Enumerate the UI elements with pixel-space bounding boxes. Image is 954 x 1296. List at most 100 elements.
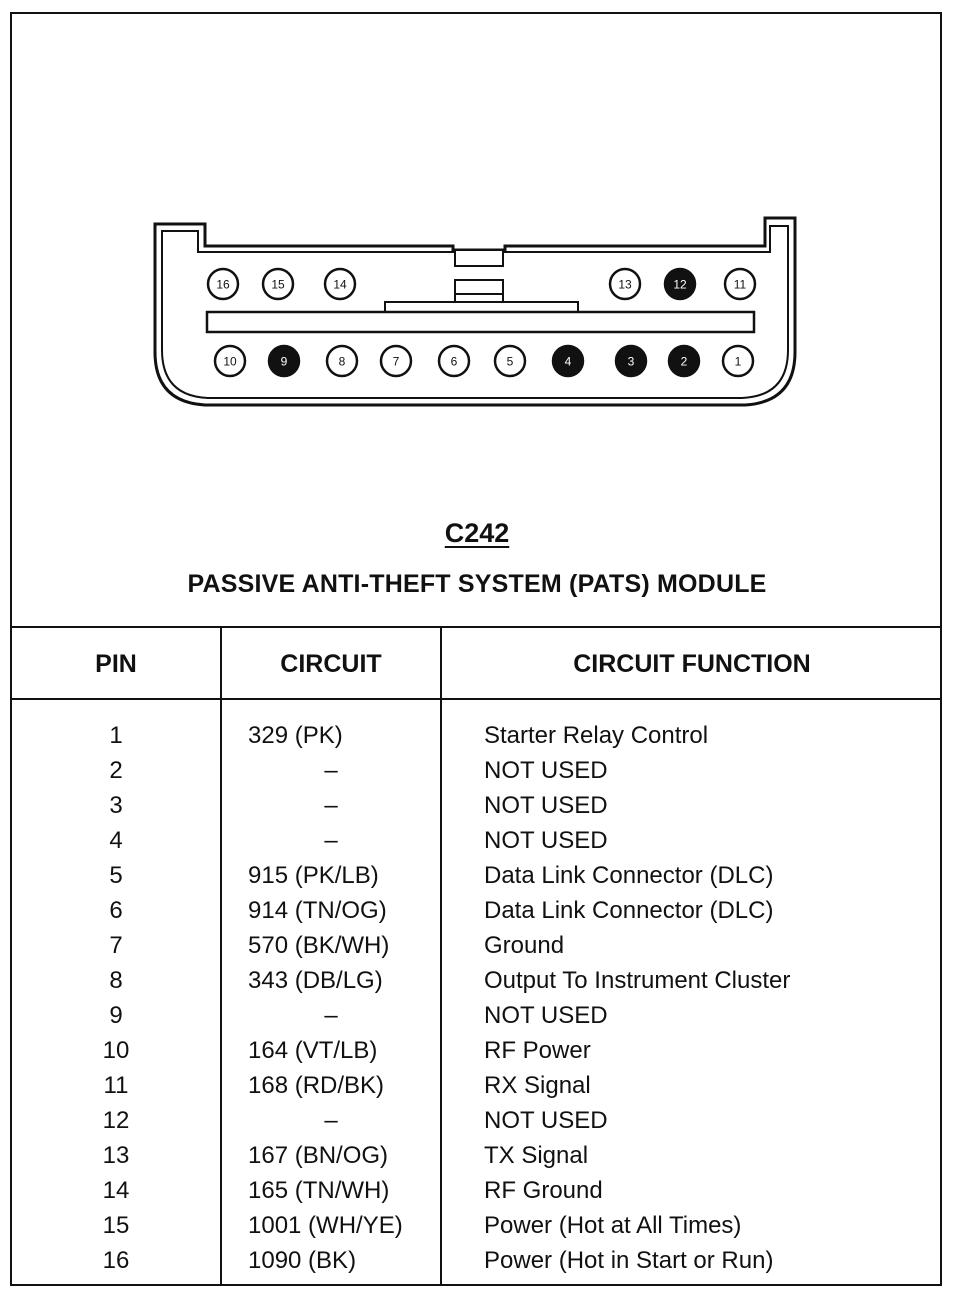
circuit-function-cell: NOT USED — [484, 827, 608, 854]
pin-number-cell: 15 — [102, 1212, 130, 1239]
pin-number-cell: 12 — [102, 1107, 130, 1134]
pin-8-label: 8 — [339, 355, 346, 369]
circuit-cell: 570 (BK/WH) — [248, 932, 390, 959]
pin-7-cavity — [379, 344, 413, 378]
table-row: 3 – NOT USED — [0, 788, 954, 823]
pin-number-cell: 1 — [109, 722, 123, 749]
pin-3-cavity — [614, 344, 648, 378]
pin-2-label: 2 — [681, 355, 688, 369]
circuit-cell: – — [324, 1107, 338, 1134]
pin-number-cell: 14 — [102, 1177, 130, 1204]
circuit-column-header: CIRCUIT — [280, 650, 382, 678]
circuit-function-cell: RX Signal — [484, 1072, 591, 1099]
table-top-rule — [10, 626, 942, 628]
circuit-function-cell: Ground — [484, 932, 565, 959]
circuit-function-cell: NOT USED — [484, 792, 608, 819]
pin-number-cell: 2 — [109, 757, 123, 784]
circuit-cell: 164 (VT/LB) — [248, 1037, 378, 1064]
center-key-bar — [205, 310, 756, 334]
table-row: 8 343 (DB/LG) Output To Instrument Cluster — [0, 963, 954, 998]
connector-housing-inner — [161, 225, 789, 399]
table-row: 5 915 (PK/LB) Data Link Connector (DLC) — [0, 858, 954, 893]
pin-3-label: 3 — [628, 355, 635, 369]
circuit-cell: 329 (PK) — [248, 722, 343, 749]
pin-number-cell: 3 — [109, 792, 123, 819]
pin-12-label: 12 — [673, 278, 687, 292]
pin-16-label: 16 — [216, 278, 230, 292]
circuit-function-cell: Power (Hot in Start or Run) — [484, 1247, 774, 1274]
table-row: 2 – NOT USED — [0, 753, 954, 788]
pin-11-cavity — [723, 267, 757, 301]
circuit-function-cell: Starter Relay Control — [484, 722, 709, 749]
pin-10-label: 10 — [223, 355, 237, 369]
pin-number-cell: 13 — [102, 1142, 130, 1169]
table-row: 7 570 (BK/WH) Ground — [0, 928, 954, 963]
function-column-header: CIRCUIT FUNCTION — [573, 650, 811, 678]
table-row: 14 165 (TN/WH) RF Ground — [0, 1173, 954, 1208]
table-row: 4 – NOT USED — [0, 823, 954, 858]
circuit-cell: – — [324, 792, 338, 819]
pin-6-cavity — [437, 344, 471, 378]
table-row: 9–NOT USED — [0, 998, 954, 1033]
pin-1-label: 1 — [735, 355, 742, 369]
circuit-cell: 915 (PK/LB) — [248, 862, 379, 889]
pin-7-label: 7 — [393, 355, 400, 369]
pin-15-cavity — [261, 267, 295, 301]
pin-column-header: PIN — [95, 650, 137, 678]
pin-13-label: 13 — [618, 278, 632, 292]
circuit-function-cell: Data Link Connector (DLC) — [484, 862, 774, 889]
circuit-cell: – — [324, 757, 338, 784]
pin-4-label: 4 — [565, 355, 572, 369]
table-col-divider-1 — [220, 626, 222, 1286]
pin-number-cell: 6 — [109, 897, 123, 924]
pin-15-label: 15 — [271, 278, 285, 292]
circuit-function-cell: RF Power — [484, 1037, 591, 1064]
circuit-function-cell: Output To Instrument Cluster — [484, 967, 791, 994]
table-col-divider-2 — [440, 626, 442, 1286]
table-row: 10 164 (VT/LB) RF Power — [0, 1033, 954, 1068]
pin-10-cavity — [213, 344, 247, 378]
pin-12-cavity — [663, 267, 697, 301]
circuit-function-cell: NOT USED — [484, 1107, 608, 1134]
pin-11-label: 11 — [734, 278, 747, 292]
pin-1-cavity — [721, 344, 755, 378]
pin-number-cell: 4 — [109, 827, 123, 854]
lock-tab-upper — [454, 249, 504, 267]
pin-5-cavity — [493, 344, 527, 378]
pin-number-cell: 9 — [109, 1002, 123, 1029]
pin-9-label: 9 — [281, 355, 288, 369]
circuit-function-cell: Power (Hot at All Times) — [484, 1212, 742, 1239]
pin-number-cell: 7 — [109, 932, 123, 959]
table-header-rule — [10, 698, 942, 700]
connector-housing-outline — [153, 216, 797, 407]
pin-number-cell: 10 — [102, 1037, 130, 1064]
pin-number-cell: 5 — [109, 862, 123, 889]
pin-number-cell: 8 — [109, 967, 123, 994]
table-row: 12 – NOT USED — [0, 1103, 954, 1138]
pin-4-cavity — [551, 344, 585, 378]
connector-name: PASSIVE ANTI-THEFT SYSTEM (PATS) MODULE — [187, 570, 767, 598]
circuit-function-cell: NOT USED — [484, 1002, 608, 1029]
circuit-cell: – — [324, 827, 338, 854]
pin-16-cavity — [206, 267, 240, 301]
circuit-cell: 1090 (BK) — [248, 1247, 357, 1274]
circuit-function-cell: RF Ground — [484, 1177, 603, 1204]
pin-13-cavity — [608, 267, 642, 301]
lock-ramp — [384, 301, 579, 313]
circuit-function-cell: NOT USED — [484, 757, 608, 784]
pin-5-label: 5 — [507, 355, 514, 369]
circuit-cell: 343 (DB/LG) — [248, 967, 383, 994]
pin-2-cavity — [667, 344, 701, 378]
connector-id: C242 — [444, 518, 510, 548]
pin-9-cavity — [267, 344, 301, 378]
pin-8-cavity — [325, 344, 359, 378]
pin-14-cavity — [323, 267, 357, 301]
circuit-cell: 165 (TN/WH) — [248, 1177, 390, 1204]
